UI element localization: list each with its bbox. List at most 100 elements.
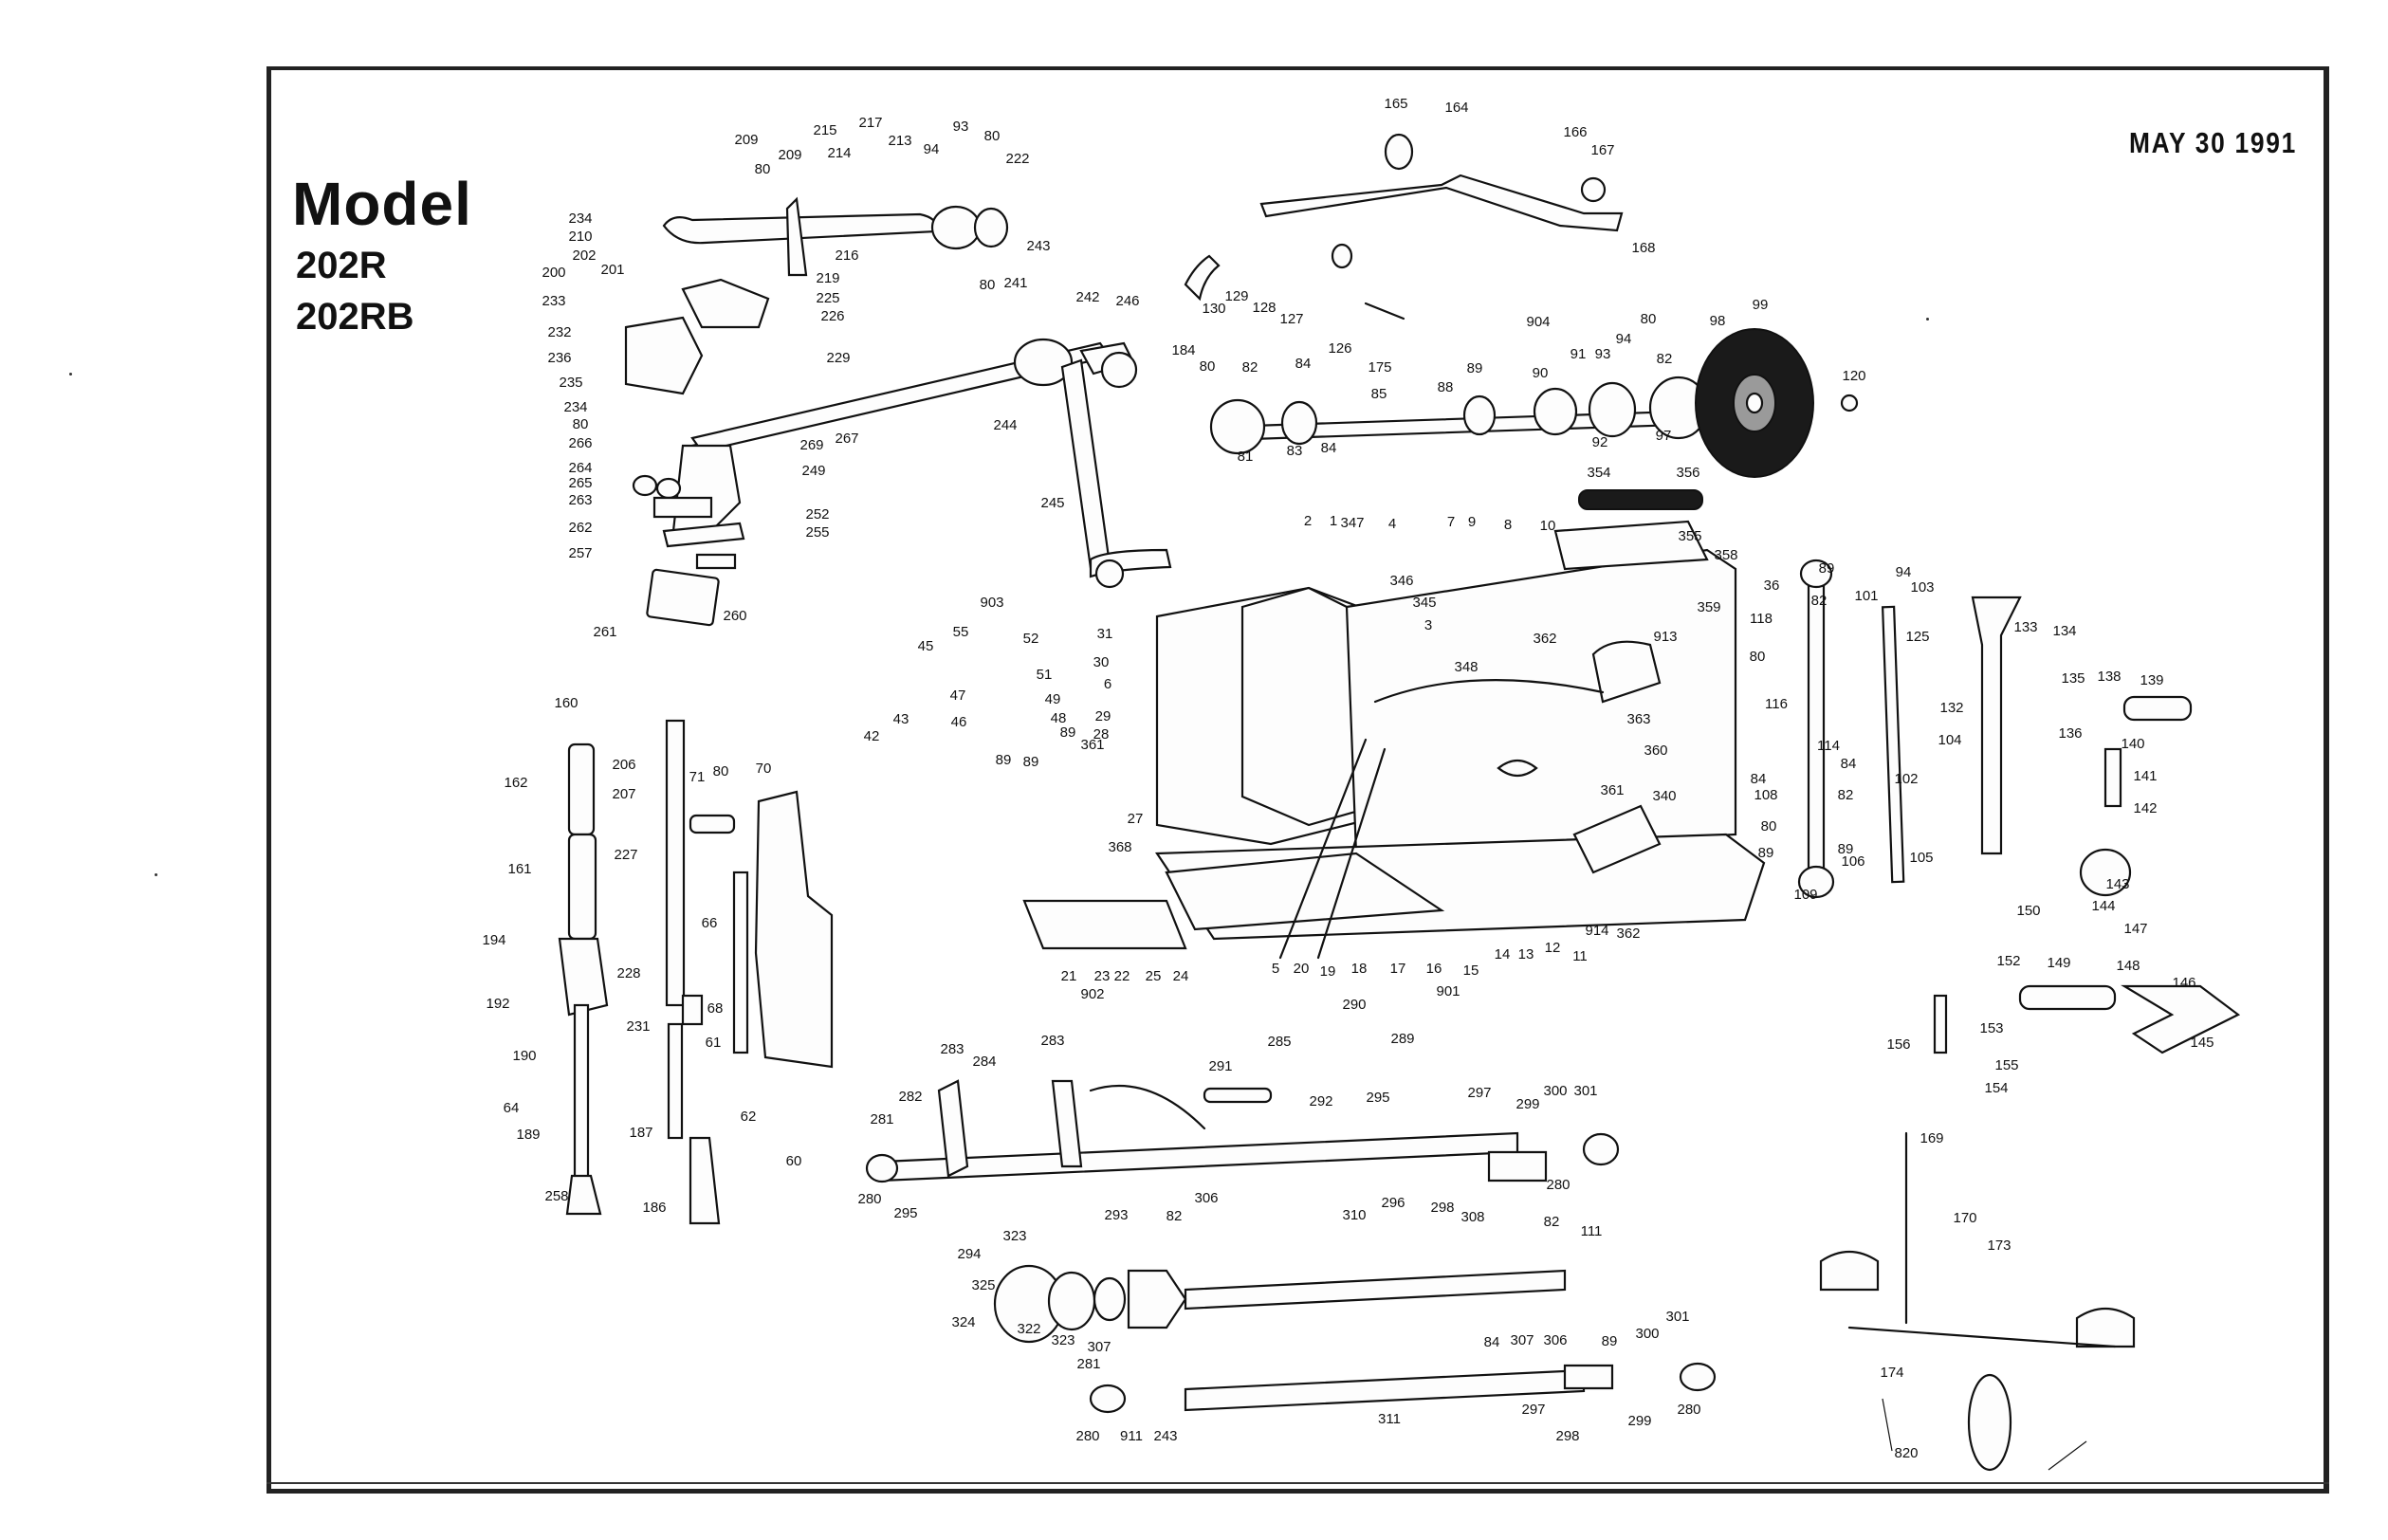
part-callout-2: 2 [1304, 513, 1312, 529]
part-callout-265: 265 [568, 475, 592, 491]
part-callout-17: 17 [1390, 961, 1406, 977]
part-callout-345: 345 [1412, 595, 1436, 611]
part-callout-913: 913 [1653, 629, 1677, 645]
part-callout-901: 901 [1436, 983, 1460, 999]
part-callout-8: 8 [1504, 517, 1512, 533]
part-callout-150: 150 [2016, 903, 2040, 919]
feed-and-hook-shafts [865, 1079, 1717, 1414]
scan-speck [155, 873, 157, 876]
part-callout-105: 105 [1909, 850, 1933, 866]
part-callout-175: 175 [1368, 359, 1391, 376]
drawing-border-bottom-edge [266, 1482, 2329, 1492]
needle-bar-presser-parts [558, 719, 834, 1225]
part-callout-363: 363 [1626, 711, 1650, 727]
part-callout-323: 323 [1051, 1332, 1075, 1348]
part-callout-266: 266 [568, 435, 592, 451]
part-callout-280: 280 [857, 1191, 881, 1207]
part-callout-299: 299 [1515, 1096, 1539, 1112]
part-callout-297: 297 [1467, 1085, 1491, 1101]
part-callout-306: 306 [1194, 1190, 1218, 1206]
part-callout-290: 290 [1342, 997, 1366, 1013]
part-callout-147: 147 [2123, 921, 2147, 937]
part-callout-104: 104 [1938, 732, 1961, 748]
part-callout-134: 134 [2052, 623, 2076, 639]
part-callout-29: 29 [1095, 708, 1111, 724]
part-callout-243: 243 [1026, 238, 1050, 254]
part-callout-289: 289 [1390, 1031, 1414, 1047]
part-callout-165: 165 [1384, 96, 1407, 112]
part-callout-166: 166 [1563, 124, 1587, 140]
part-callout-80: 80 [1750, 649, 1766, 665]
model-number-202rb: 202RB [296, 296, 414, 338]
part-callout-88: 88 [1438, 379, 1454, 395]
part-callout-324: 324 [951, 1314, 975, 1330]
model-title: Model [292, 170, 472, 238]
part-callout-106: 106 [1841, 853, 1864, 870]
part-callout-144: 144 [2091, 898, 2115, 914]
part-callout-120: 120 [1842, 368, 1865, 384]
part-callout-91: 91 [1571, 346, 1587, 362]
part-callout-246: 246 [1115, 293, 1139, 309]
upper-left-linkage-assembly [624, 196, 1172, 627]
part-callout-145: 145 [2190, 1035, 2213, 1051]
part-callout-346: 346 [1389, 573, 1413, 589]
part-callout-11: 11 [1572, 948, 1588, 964]
part-callout-80: 80 [755, 161, 771, 177]
part-callout-156: 156 [1886, 1036, 1910, 1053]
part-callout-261: 261 [593, 624, 616, 640]
part-callout-109: 109 [1793, 887, 1817, 903]
part-callout-84: 84 [1841, 756, 1857, 772]
part-callout-84: 84 [1751, 771, 1767, 787]
part-callout-89: 89 [1819, 560, 1835, 577]
part-callout-322: 322 [1017, 1321, 1040, 1337]
part-callout-148: 148 [2116, 958, 2140, 974]
part-callout-269: 269 [799, 437, 823, 453]
date-stamp: MAY 30 1991 [2129, 126, 2297, 159]
part-callout-325: 325 [971, 1277, 995, 1293]
part-callout-213: 213 [888, 133, 911, 149]
part-callout-80: 80 [1641, 311, 1657, 327]
part-callout-297: 297 [1521, 1402, 1545, 1418]
part-callout-257: 257 [568, 545, 592, 561]
part-callout-225: 225 [816, 290, 839, 306]
part-callout-283: 283 [940, 1041, 964, 1057]
scan-speck [69, 373, 72, 376]
part-callout-20: 20 [1294, 961, 1310, 977]
part-callout-358: 358 [1714, 547, 1737, 563]
part-callout-226: 226 [820, 308, 844, 324]
part-callout-140: 140 [2121, 736, 2144, 752]
part-callout-3: 3 [1424, 617, 1432, 633]
part-callout-219: 219 [816, 270, 839, 286]
part-callout-356: 356 [1676, 465, 1699, 481]
part-callout-142: 142 [2133, 800, 2157, 816]
part-callout-31: 31 [1097, 626, 1113, 642]
part-callout-262: 262 [568, 520, 592, 536]
part-callout-190: 190 [512, 1048, 536, 1064]
part-callout-294: 294 [957, 1246, 981, 1262]
part-callout-174: 174 [1880, 1365, 1903, 1381]
part-callout-340: 340 [1652, 788, 1676, 804]
part-callout-258: 258 [544, 1188, 568, 1204]
part-callout-234: 234 [563, 399, 587, 415]
part-callout-9: 9 [1468, 514, 1476, 530]
part-callout-22: 22 [1114, 968, 1130, 984]
arm-shaft-handwheel-assembly [1184, 133, 1859, 510]
part-callout-15: 15 [1463, 962, 1479, 979]
part-callout-80: 80 [980, 277, 996, 293]
part-callout-234: 234 [568, 211, 592, 227]
part-callout-252: 252 [805, 506, 829, 522]
part-callout-36: 36 [1764, 578, 1780, 594]
part-callout-911: 911 [1120, 1428, 1143, 1444]
part-callout-125: 125 [1905, 629, 1929, 645]
part-callout-206: 206 [612, 757, 635, 773]
part-callout-133: 133 [2013, 619, 2037, 635]
part-callout-200: 200 [542, 265, 565, 281]
part-callout-146: 146 [2172, 975, 2195, 991]
part-callout-260: 260 [723, 608, 746, 624]
part-callout-12: 12 [1545, 940, 1561, 956]
part-callout-84: 84 [1321, 440, 1337, 456]
part-callout-127: 127 [1279, 311, 1303, 327]
part-callout-108: 108 [1754, 787, 1777, 803]
part-callout-129: 129 [1224, 288, 1248, 304]
part-callout-4: 4 [1388, 516, 1396, 532]
